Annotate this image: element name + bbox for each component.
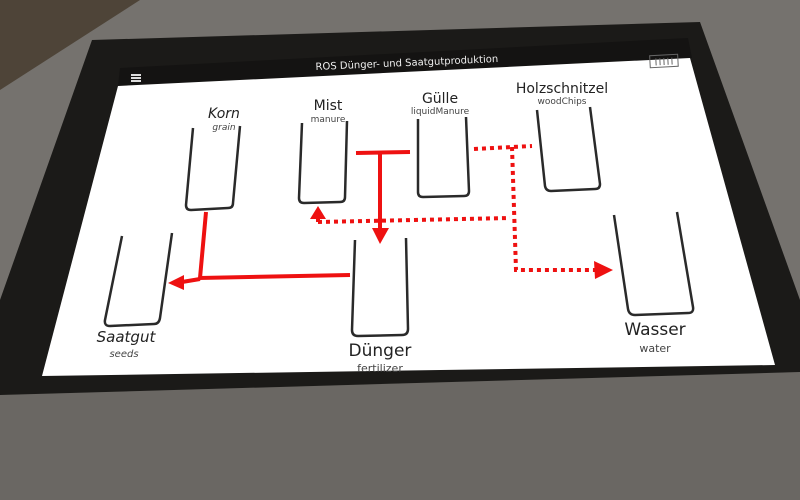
title-bar — [118, 38, 692, 86]
tank-label: Gülle — [422, 91, 458, 107]
flow-mist-to-duenger — [355, 150, 411, 244]
screen — [42, 58, 775, 376]
tank-duenger[interactable]: Dünger fertilizer — [349, 237, 412, 375]
flow-water-to-mist — [310, 206, 511, 224]
console-front — [0, 372, 800, 500]
tank-label: Korn — [208, 106, 240, 122]
tank-sublabel: manure — [311, 115, 346, 125]
list-icon[interactable] — [131, 74, 141, 82]
tank-mist[interactable]: Mist manure — [297, 98, 349, 205]
barcode-logo-icon — [649, 53, 679, 69]
tank-sublabel: woodChips — [538, 97, 587, 107]
tank-wasser[interactable]: Wasser water — [612, 211, 695, 355]
tank-saatgut[interactable]: Saatgut seeds — [97, 232, 174, 360]
tank-holzschnitzel[interactable]: Holzschnitzel woodChips — [516, 81, 608, 193]
tank-sublabel: water — [639, 342, 671, 355]
tank-sublabel: seeds — [109, 349, 138, 360]
tank-label: Saatgut — [97, 328, 157, 346]
tank-label: Mist — [314, 98, 343, 114]
tank-sublabel: liquidManure — [411, 107, 470, 117]
tank-label: Dünger — [349, 341, 412, 361]
tank-guelle[interactable]: Gülle liquidManure — [411, 91, 471, 199]
tank-korn[interactable]: Korn grain — [184, 106, 242, 212]
flow-to-wasser — [473, 144, 613, 279]
flow-korn-to-saatgut — [168, 211, 351, 290]
tank-sublabel: grain — [212, 123, 235, 133]
tank-label: Holzschnitzel — [516, 81, 608, 97]
wood-corner — [0, 0, 140, 90]
tank-label: Wasser — [624, 320, 685, 340]
tank-sublabel: fertilizer — [357, 362, 403, 375]
